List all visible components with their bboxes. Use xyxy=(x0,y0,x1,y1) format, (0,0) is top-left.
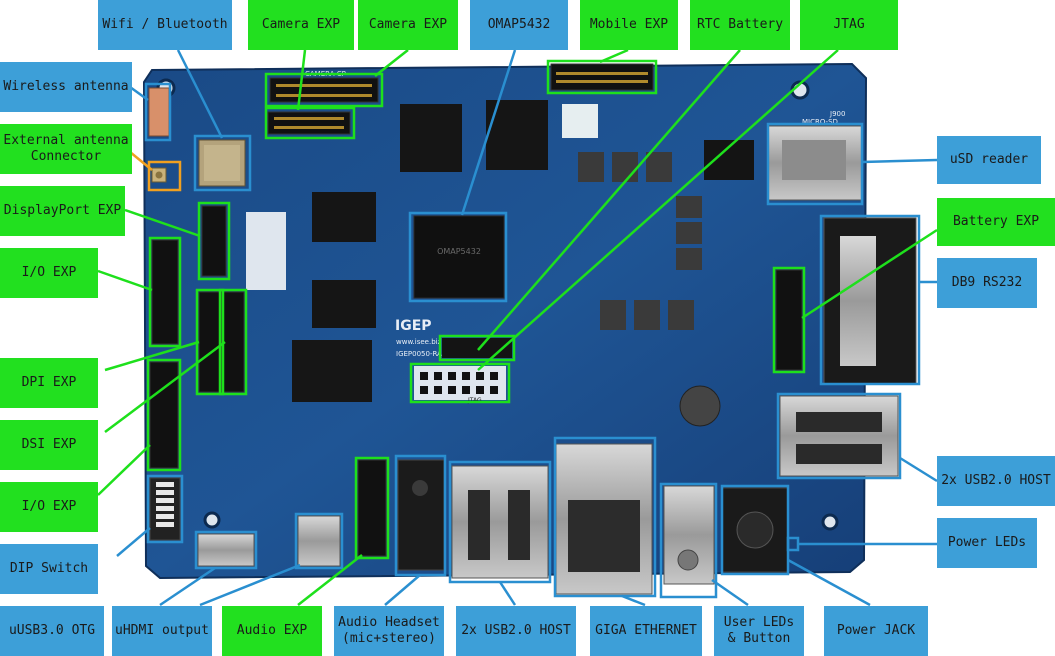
board-brand: IGEP xyxy=(395,318,432,334)
label-wireless-antenna: Wireless antenna xyxy=(0,62,132,112)
hl-omap xyxy=(408,211,508,303)
label-db9-rs232: DB9 RS232 xyxy=(937,258,1037,308)
label-rtc-battery: RTC Battery xyxy=(690,0,790,50)
board-model: IGEP0050-RA xyxy=(396,350,442,358)
hl-jtag xyxy=(409,362,511,404)
label-dpi-exp: DPI EXP xyxy=(0,358,98,408)
board-url: www.isee.biz xyxy=(396,338,442,346)
board-microsd-silk: MICRO-SD xyxy=(802,118,838,126)
hl-battery xyxy=(772,266,806,374)
mount-hole-bl xyxy=(203,511,221,529)
hl-audio-exp xyxy=(354,456,390,560)
label-battery-exp: Battery EXP xyxy=(937,198,1055,246)
hl-audio-headset xyxy=(394,454,447,577)
label-dsi-exp: DSI EXP xyxy=(0,420,98,470)
label-jtag: JTAG xyxy=(800,0,898,50)
label-usb-host-right: 2x USB2.0 HOST xyxy=(937,456,1055,506)
label-io-exp-1: I/O EXP xyxy=(0,248,98,298)
hl-usb3 xyxy=(194,530,258,570)
hl-usd xyxy=(766,122,864,206)
hl-db9 xyxy=(819,214,921,386)
label-camera-exp-1: Camera EXP xyxy=(248,0,354,50)
hl-user-leds xyxy=(659,482,718,599)
hl-dip xyxy=(146,474,184,544)
label-usb-host-bottom: 2x USB2.0 HOST xyxy=(456,606,576,656)
label-uhdmi-output: uHDMI output xyxy=(112,606,212,656)
label-displayport-exp: DisplayPort EXP xyxy=(0,186,125,236)
label-giga-ethernet: GIGA ETHERNET xyxy=(590,606,702,656)
label-audio-exp: Audio EXP xyxy=(222,606,322,656)
label-mobile-exp: Mobile EXP xyxy=(580,0,678,50)
hl-uhdmi xyxy=(294,512,344,570)
omap-chip-mark: OMAP5432 xyxy=(437,247,481,256)
hl-ext-antenna xyxy=(147,160,182,192)
board-jtag-silk: JTAG xyxy=(467,397,482,404)
hl-ethernet xyxy=(553,436,657,598)
label-omap5432: OMAP5432 xyxy=(470,0,568,50)
hl-io-2 xyxy=(146,358,182,472)
label-power-leds: Power LEDs xyxy=(937,518,1037,568)
hl-wireless-antenna xyxy=(144,82,172,142)
label-io-exp-2: I/O EXP xyxy=(0,482,98,532)
label-usd-reader: uSD reader xyxy=(937,136,1041,184)
label-power-jack: Power JACK xyxy=(824,606,928,656)
hl-rtc xyxy=(438,334,516,362)
hl-dsi xyxy=(218,288,248,396)
hl-camera-2 xyxy=(264,72,384,108)
label-camera-exp-2: Camera EXP xyxy=(358,0,458,50)
board-j900-silk: J900 xyxy=(829,110,845,118)
hl-io-1 xyxy=(148,236,182,348)
label-external-antenna: External antenna Connector xyxy=(0,124,132,174)
label-usb3-otg: uUSB3.0 OTG xyxy=(0,606,104,656)
label-wifi-bluetooth: Wifi / Bluetooth xyxy=(98,0,232,50)
hl-camera-1 xyxy=(264,106,356,140)
hl-displayport xyxy=(197,201,231,281)
mount-hole-br xyxy=(821,513,839,531)
hl-wifi xyxy=(193,134,252,192)
label-user-leds: User LEDs & Button xyxy=(714,606,804,656)
hl-usb-right xyxy=(776,392,902,480)
hl-power-jack xyxy=(720,484,790,576)
label-dip-switch: DIP Switch xyxy=(0,544,98,594)
label-audio-headset: Audio Headset (mic+stereo) xyxy=(334,606,444,656)
